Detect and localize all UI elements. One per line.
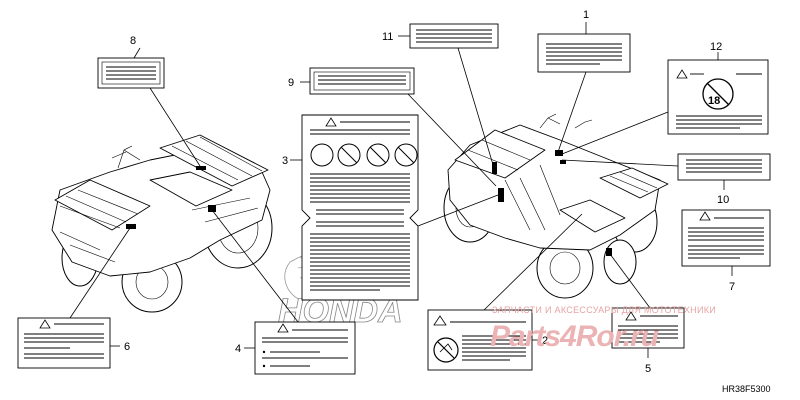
callout-6: 6	[124, 341, 130, 353]
callout-numbers: 1 2 3 4 5 6 7 8 9 10 11 12	[124, 9, 735, 375]
watermark-logo: Parts4Ror.ru	[490, 320, 659, 353]
leader-lines	[69, 22, 733, 358]
label-8	[97, 57, 165, 89]
label-12: 18	[667, 59, 769, 135]
watermark-tagline: ЗАПЧАСТИ И АКСЕССУАРЫ ДЛЯ МОТОТЕХНИКИ	[492, 305, 716, 315]
age-restriction-number: 18	[708, 95, 720, 107]
callout-9: 9	[288, 77, 294, 89]
atv-left-view	[51, 134, 273, 313]
callout-1: 1	[583, 9, 589, 21]
diagram-code: HR38F5300	[722, 384, 771, 394]
warning-pictograms	[310, 143, 418, 167]
callout-5: 5	[645, 363, 651, 375]
callout-12: 12	[710, 41, 722, 53]
label-9	[309, 67, 415, 95]
label-11	[409, 23, 499, 49]
callout-7: 7	[729, 281, 735, 293]
callout-2: 2	[542, 335, 548, 347]
label-4	[254, 321, 356, 375]
label-2	[427, 309, 533, 371]
callout-10: 10	[717, 194, 729, 206]
label-3	[301, 114, 419, 301]
watermark: ЗАПЧАСТИ И АКСЕССУАРЫ ДЛЯ МОТОТЕХНИКИ Pa…	[490, 305, 716, 353]
callout-4: 4	[235, 343, 241, 355]
label-7	[681, 209, 771, 267]
label-5	[611, 307, 685, 349]
label-1	[537, 33, 631, 73]
callout-8: 8	[130, 35, 136, 47]
atv-right-view	[443, 113, 669, 299]
label-6	[17, 317, 111, 369]
label-10	[677, 153, 771, 181]
callout-3: 3	[282, 155, 288, 167]
callout-11: 11	[382, 31, 393, 43]
